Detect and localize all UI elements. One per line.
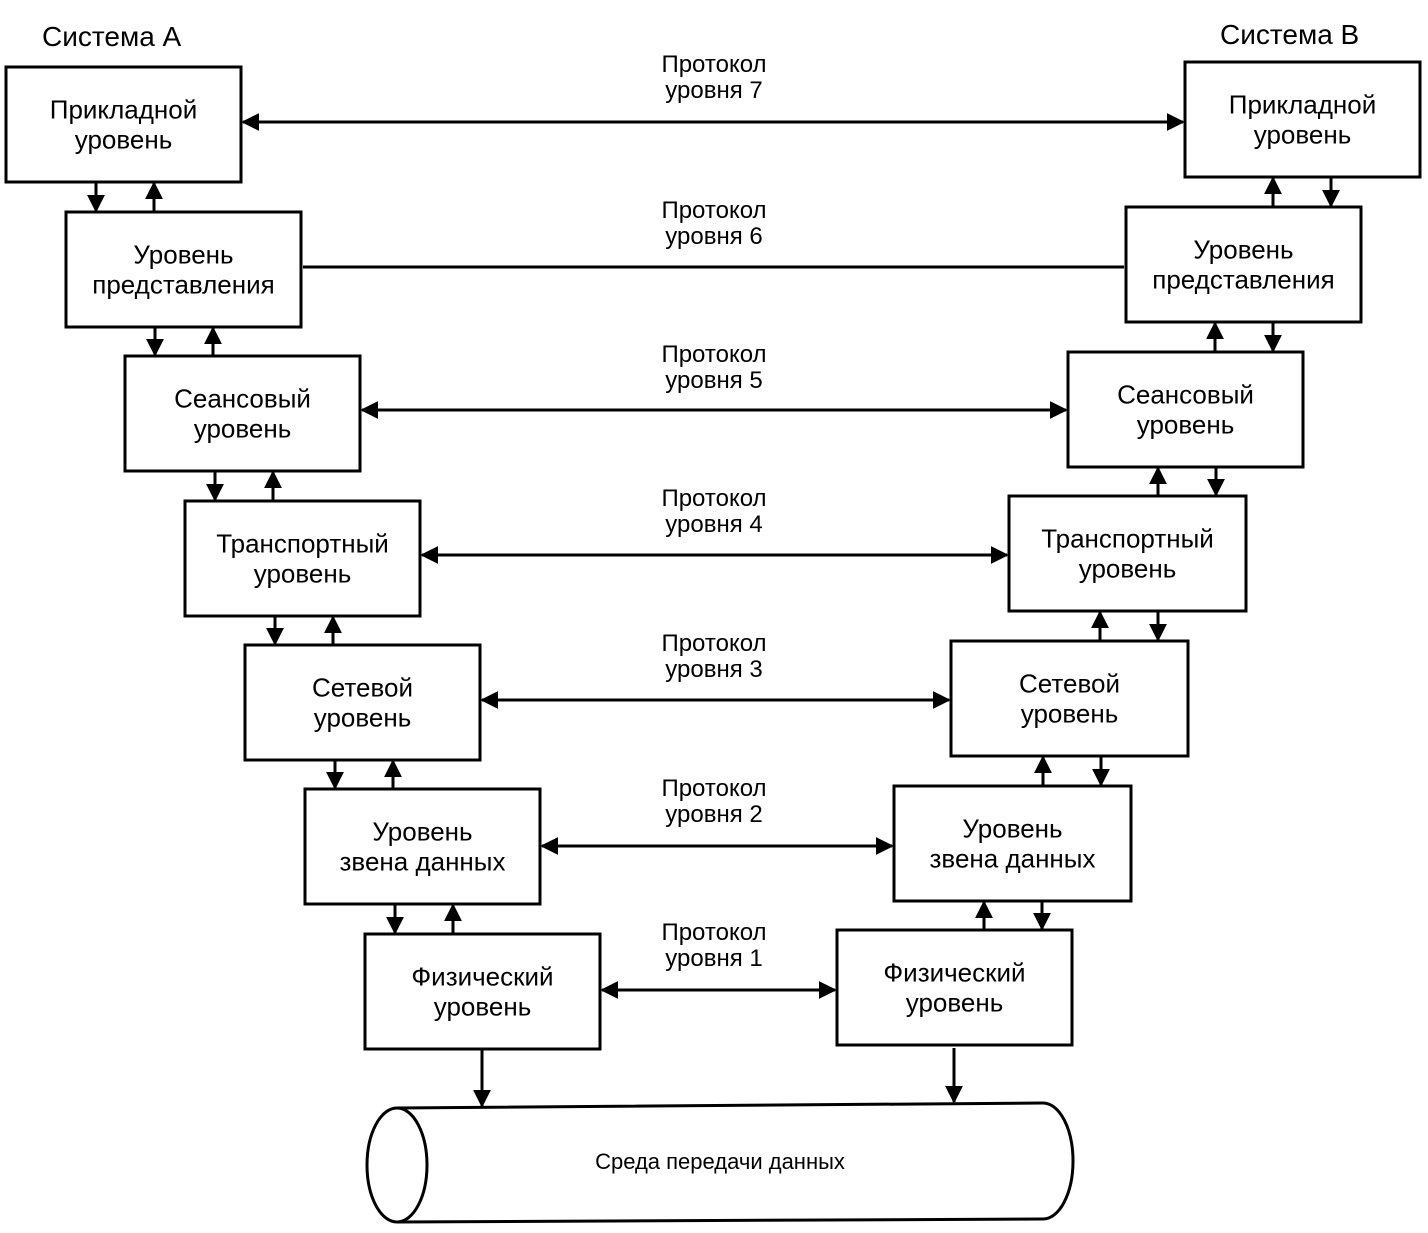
system-a-title: Система А [42,21,182,52]
protocol-label-line: Протокол [661,51,766,78]
layer-label-line: Прикладной [50,95,197,125]
layer-box [123,354,362,473]
system-b-title: Система В [1220,19,1359,50]
layer-label-line: Уровень [962,814,1062,844]
layer-box [949,639,1190,758]
medium-cylinder-end [365,1106,429,1224]
layer-label-line: Сеансовый [1117,380,1254,410]
layer-label-line: Сетевой [312,673,413,703]
layer-label-line: уровень [194,414,292,444]
layer-box [892,784,1133,903]
inter-layer-arrows [87,176,1340,935]
layer-box [64,210,303,329]
layer-box [243,643,482,762]
layer-box [1066,350,1305,469]
layer-label-line: уровень [1137,410,1235,440]
protocol-label-line: уровня 2 [665,801,762,828]
layer-label-line: Уровень [133,240,233,270]
protocol-label-line: Протокол [661,919,766,946]
layer-label-line: Сетевой [1019,669,1120,699]
layer-label-line: уровень [314,703,412,733]
layer-label-line: уровень [906,988,1004,1018]
layer-label-line: звена данных [930,844,1096,874]
layer-label-line: уровень [254,559,352,589]
layer-label-line: представления [1152,265,1334,295]
layer-label-line: представления [92,270,274,300]
layer-label-line: Уровень [1193,235,1293,265]
protocol-label-line: уровня 5 [665,367,762,394]
transmission-medium: Среда передачи данных [365,1101,1075,1224]
layer-label-line: Сеансовый [174,384,311,414]
layer-label-line: звена данных [340,847,506,877]
layer-box [1183,60,1422,179]
medium-label: Среда передачи данных [595,1149,845,1174]
layer-label-line: Транспортный [1041,524,1214,554]
layer-box [1007,494,1248,613]
layer-label-line: Транспортный [216,529,389,559]
protocol-label-line: Протокол [661,197,766,224]
protocol-label-line: Протокол [661,775,766,802]
layer-label-line: уровень [75,125,173,155]
medium-cylinder-body [396,1101,1075,1224]
layer-box [835,928,1074,1047]
layer-box [303,787,542,906]
layer-label-line: уровень [1079,554,1177,584]
protocol-label-line: уровня 6 [665,223,762,250]
layer-label-line: уровень [434,992,532,1022]
protocol-label-line: Протокол [661,341,766,368]
protocol-label-line: Протокол [661,485,766,512]
layer-label-line: Физический [883,958,1025,988]
protocol-label-line: уровня 4 [665,511,762,538]
system-b-stack: ПрикладнойуровеньУровеньпредставленияСеа… [835,60,1422,1047]
protocol-label-line: уровня 1 [665,945,762,972]
layer-box [363,932,602,1051]
protocol-label-line: уровня 7 [665,77,762,104]
layer-label-line: уровень [1021,699,1119,729]
layer-box [183,499,422,618]
layer-label-line: уровень [1254,120,1352,150]
layer-label-line: Уровень [372,817,472,847]
protocol-label-line: Протокол [661,630,766,657]
layer-box [1124,205,1363,324]
layer-label-line: Прикладной [1229,90,1376,120]
layer-label-line: Физический [411,962,553,992]
system-a-stack: ПрикладнойуровеньУровеньпредставленияСеа… [4,65,602,1051]
protocol-label-line: уровня 3 [665,656,762,683]
layer-box [4,65,243,184]
